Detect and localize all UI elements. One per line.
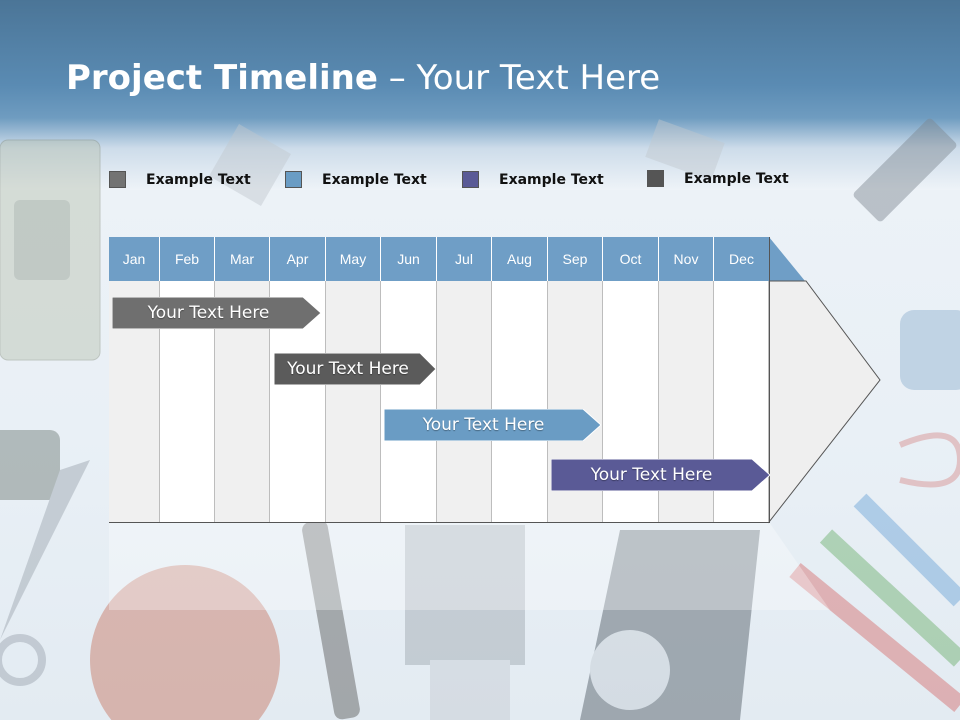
timeline-arrow-body <box>768 280 881 524</box>
header-band <box>0 0 960 190</box>
task-arrow-shape <box>551 459 770 491</box>
month-dec: Dec <box>714 237 769 281</box>
task-bar-3[interactable]: Your Text Here <box>384 409 601 441</box>
month-column <box>381 281 437 522</box>
task-arrow-shape <box>112 297 321 329</box>
task-label: Your Text Here <box>590 465 713 485</box>
legend-label: Example Text <box>146 172 251 188</box>
month-sep: Sep <box>548 237 603 281</box>
month-feb: Feb <box>160 237 215 281</box>
legend-label: Example Text <box>322 172 427 188</box>
month-column <box>437 281 492 522</box>
month-oct: Oct <box>603 237 659 281</box>
timeline-header-tip <box>769 237 805 281</box>
legend-swatch <box>647 170 664 187</box>
timeline-reflection <box>109 522 830 610</box>
task-arrow-shape <box>274 353 436 385</box>
month-may: May <box>326 237 381 281</box>
month-column <box>492 281 548 522</box>
month-column <box>326 281 381 522</box>
task-bar-2[interactable]: Your Text Here <box>274 353 436 385</box>
task-arrow-shape <box>384 409 601 441</box>
task-label: Your Text Here <box>147 303 270 323</box>
month-aug: Aug <box>492 237 548 281</box>
legend-label: Example Text <box>684 171 789 187</box>
legend-swatch <box>462 171 479 188</box>
month-apr: Apr <box>270 237 326 281</box>
month-jun: Jun <box>381 237 437 281</box>
task-label: Your Text Here <box>422 415 545 435</box>
month-nov: Nov <box>659 237 714 281</box>
title-bold: Project Timeline <box>66 58 378 98</box>
page-title: Project Timeline – Your Text Here <box>66 58 660 98</box>
legend-swatch <box>285 171 302 188</box>
task-bar-4[interactable]: Your Text Here <box>551 459 770 491</box>
month-jul: Jul <box>437 237 492 281</box>
legend-label: Example Text <box>499 172 604 188</box>
task-label: Your Text Here <box>287 359 409 379</box>
month-mar: Mar <box>215 237 270 281</box>
legend-swatch <box>109 171 126 188</box>
month-jan: Jan <box>109 237 160 281</box>
title-rest: – Your Text Here <box>377 58 661 98</box>
task-bar-1[interactable]: Your Text Here <box>112 297 321 329</box>
